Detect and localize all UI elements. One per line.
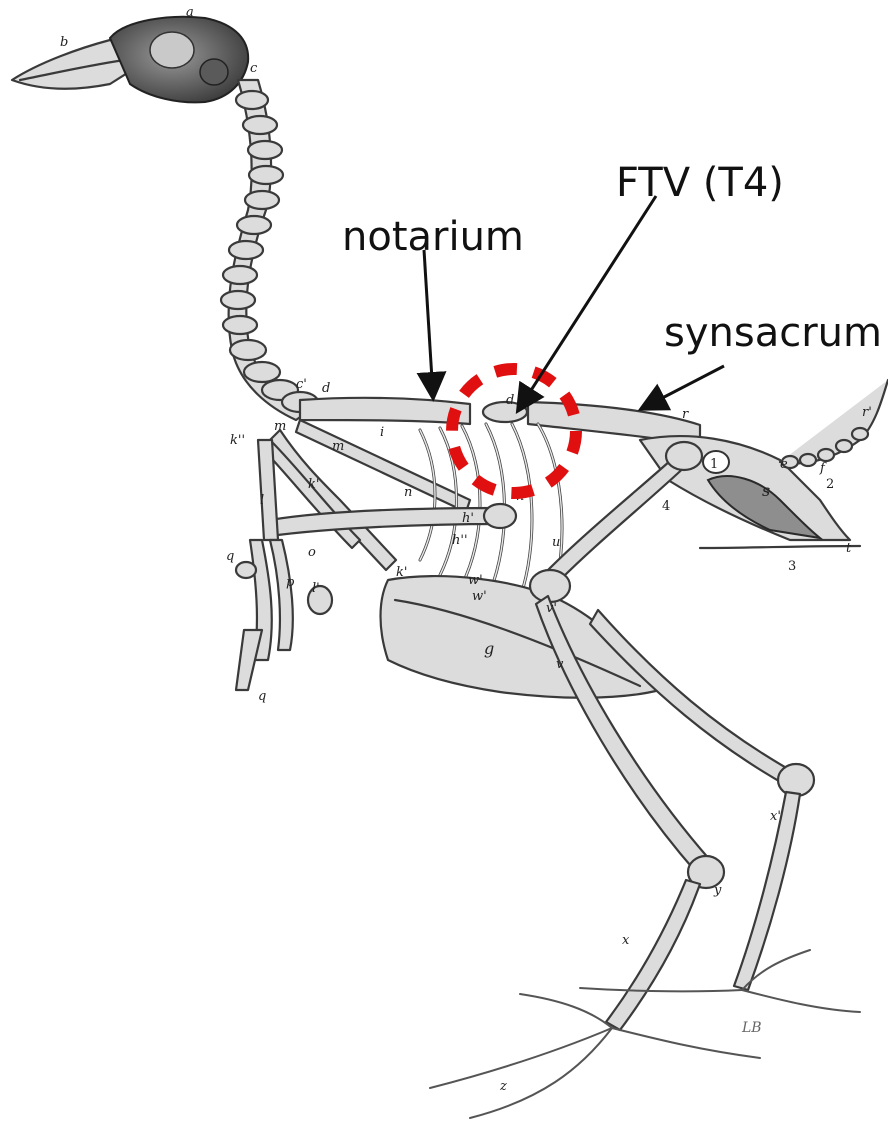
label-s: s (762, 481, 770, 500)
label-m-1: m (274, 419, 286, 434)
label-3: 3 (788, 559, 796, 574)
synsacrum-arrow (643, 366, 724, 408)
label-v-prime: v' (546, 601, 557, 616)
skull (12, 17, 248, 103)
label-k-prime-2: k' (396, 565, 407, 580)
label-k-prime-1: k' (308, 477, 319, 492)
label-l: l (260, 493, 264, 508)
ftv-arrow (519, 196, 656, 409)
label-p: p (286, 575, 295, 590)
label-c: c (250, 61, 258, 76)
label-o: o (308, 545, 316, 560)
artist-signature: LB (741, 1020, 762, 1036)
label-x-prime: x' (770, 809, 781, 824)
label-u: u (552, 535, 560, 550)
label-m-2: m (332, 439, 344, 454)
label-r: r (682, 407, 689, 422)
label-q-2: q (258, 689, 266, 704)
label-k-double-prime: k'' (230, 433, 245, 448)
notarium-label: notarium (342, 214, 524, 260)
label-d-2: d (506, 393, 514, 408)
label-q-1: q (226, 549, 234, 564)
label-t: t (846, 541, 852, 556)
label-h-double-prime: h'' (452, 533, 468, 548)
label-g: g (484, 639, 494, 658)
label-v: v (556, 657, 564, 672)
shoulder-girdle (262, 420, 470, 570)
label-a: a (186, 5, 194, 20)
label-w-prime-1: w' (468, 573, 483, 588)
leg (430, 442, 860, 1118)
label-z: z (499, 1079, 507, 1094)
label-1: 1 (710, 457, 718, 472)
label-e: e (780, 457, 788, 472)
label-2: 2 (826, 477, 834, 492)
label-b: b (60, 35, 68, 50)
cervical-vertebrae (221, 80, 318, 420)
label-c-prime: c' (296, 377, 307, 392)
label-l-prime: l' (312, 581, 320, 596)
label-i: i (380, 425, 384, 440)
label-4: 4 (662, 499, 670, 514)
label-x: x (622, 933, 630, 948)
label-r-prime: r' (862, 405, 872, 420)
ftv-label: FTV (T4) (616, 160, 784, 206)
label-w-prime-2: w' (472, 589, 487, 604)
synsacrum-label: synsacrum (664, 310, 882, 356)
notarium-arrow (424, 250, 433, 396)
label-h-prime: h' (462, 511, 474, 526)
label-n: n (404, 485, 412, 500)
label-y: y (713, 883, 722, 898)
label-d: d (322, 381, 330, 396)
label-f: f (819, 461, 827, 476)
